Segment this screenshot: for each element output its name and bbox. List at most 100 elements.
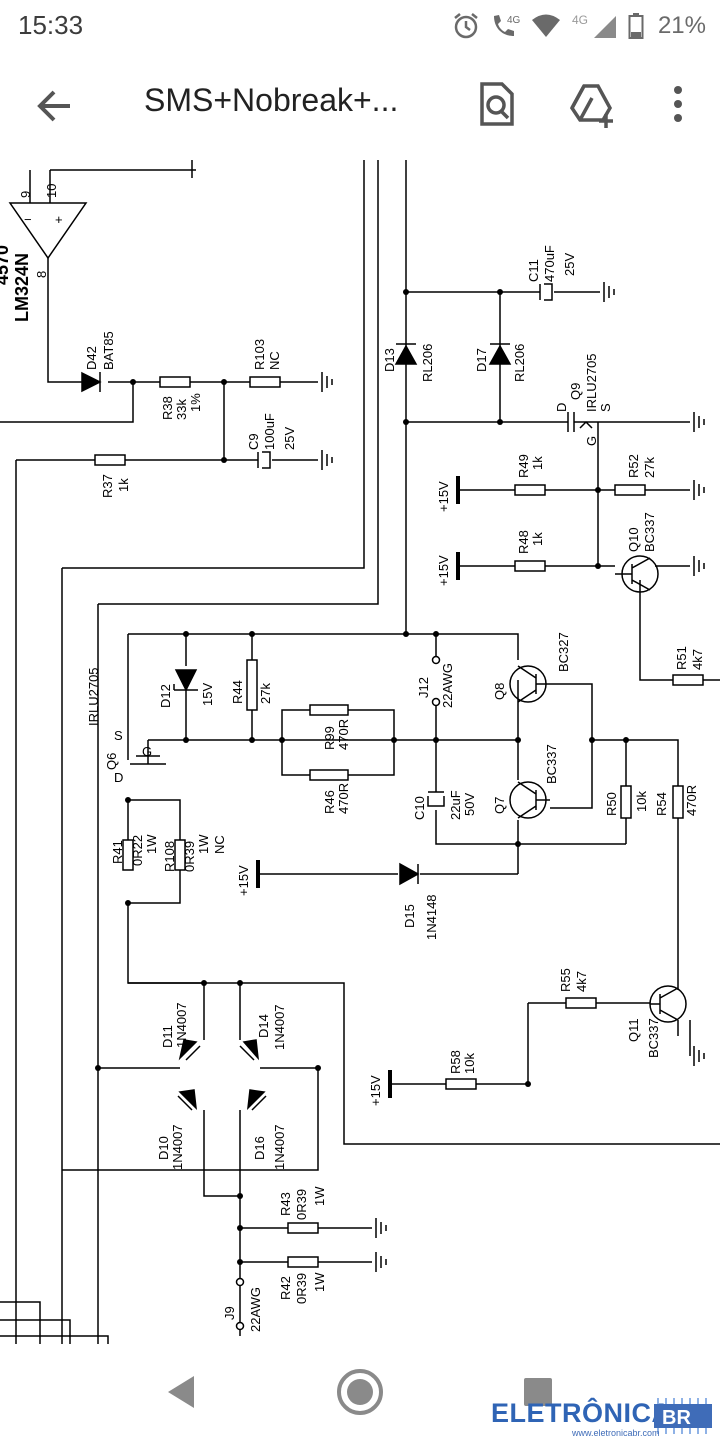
c11-ground — [603, 281, 615, 303]
r48-label: R48 — [516, 530, 531, 554]
c11-voltage: 25V — [562, 253, 577, 276]
r58-label: R58 — [448, 1050, 463, 1074]
c11-label: C11 — [526, 259, 541, 282]
d10-label: D10 — [156, 1136, 171, 1160]
junction-dots — [95, 289, 629, 1265]
r46-label: R46 — [322, 790, 337, 814]
d14-label: D14 — [256, 1014, 271, 1038]
r99-resistor — [309, 704, 349, 716]
q9-ground — [693, 411, 705, 433]
q6-s-pin: S — [114, 728, 123, 743]
r55-value: 4k7 — [574, 971, 589, 992]
watermark-brand: ELETRÔNICA — [491, 1398, 672, 1428]
d13-value: RL206 — [420, 344, 435, 382]
r51-resistor — [672, 674, 704, 686]
r44-label: R44 — [230, 680, 245, 704]
opamp-plus: + — [55, 212, 63, 227]
edge-wires — [0, 1301, 109, 1344]
r55-label: R55 — [558, 968, 573, 992]
r41-label: R41 — [110, 840, 125, 864]
r52-resistor — [614, 484, 646, 496]
r38-value: 33k — [174, 399, 189, 420]
j12-pin-b — [431, 697, 441, 707]
add-to-drive-icon[interactable] — [566, 78, 618, 130]
status-icons: 4G 4G 21% — [452, 8, 706, 44]
d11-label: D11 — [160, 1025, 175, 1048]
watermark-logo: ELETRÔNICA BR www.eletronicabr.com — [488, 1394, 720, 1440]
q9-label: Q9 — [568, 383, 583, 400]
q7-leads — [517, 781, 550, 819]
q11-label: Q11 — [626, 1018, 641, 1042]
home-circle-icon[interactable] — [334, 1366, 386, 1418]
q8-value: BC327 — [556, 632, 571, 672]
r108-value: 0R39 — [182, 841, 197, 872]
c10-value: 22uF — [448, 790, 463, 820]
schematic-viewer[interactable]: − + 9 10 8 LM324N 4570 D42 BAT85 R38 33k… — [0, 160, 720, 1344]
r43-label: R43 — [278, 1192, 293, 1216]
r42-label: R42 — [278, 1276, 293, 1300]
r43-value: 0R39 — [294, 1189, 309, 1220]
search-document-icon[interactable] — [470, 78, 522, 130]
r54-resistor — [672, 785, 684, 819]
q11-value: BC337 — [646, 1018, 661, 1058]
q10-leads — [615, 557, 651, 591]
c11-capacitor — [539, 283, 553, 301]
r49-label: R49 — [516, 454, 531, 478]
d42-value: BAT85 — [101, 331, 116, 370]
r108-label: R108 — [162, 841, 177, 872]
q9-value: IRLU2705 — [584, 353, 599, 412]
q9-d-pin: D — [554, 403, 569, 412]
alarm-icon — [454, 13, 478, 39]
battery-icon — [628, 13, 644, 39]
q9-s-pin: S — [598, 403, 613, 412]
q11-ground — [693, 1045, 705, 1067]
j12-label: J12 — [416, 677, 431, 698]
r43-ground — [375, 1217, 387, 1239]
wifi-icon — [531, 14, 560, 37]
r41-value: 0R22 — [130, 835, 145, 866]
r44-resistor — [246, 659, 258, 711]
r50-label: R50 — [604, 792, 619, 816]
network-label: 4G — [507, 15, 520, 26]
back-arrow-icon[interactable] — [30, 80, 82, 132]
j9-label: J9 — [222, 1306, 237, 1320]
r108-nc: NC — [212, 835, 227, 854]
more-vert-icon[interactable] — [652, 78, 704, 130]
q6-g-pin: G — [142, 744, 152, 759]
r41-resistor — [122, 839, 134, 871]
signal-icon: 4G — [572, 13, 616, 38]
r58-resistor — [445, 1078, 477, 1090]
q9-mosfet — [567, 412, 598, 432]
recents-square-icon[interactable] — [512, 1366, 564, 1418]
d17-label: D17 — [474, 348, 489, 372]
q10-value: BC337 — [642, 512, 657, 552]
r50-resistor — [620, 785, 632, 819]
r52-value: 27k — [642, 457, 657, 478]
r99-value: 470R — [336, 719, 351, 750]
r50-value: 10k — [634, 791, 649, 812]
r99-label: R99 — [322, 726, 337, 750]
r42-resistor — [287, 1256, 319, 1268]
c10-capacitor — [427, 791, 445, 807]
d13-diode — [394, 343, 418, 365]
d14-diode — [239, 1039, 260, 1061]
r54-value: 470R — [684, 785, 699, 816]
d17-value: RL206 — [512, 344, 527, 382]
r49-value: 1k — [530, 456, 545, 470]
r103-label: R103 — [252, 339, 267, 370]
c9-voltage: 25V — [282, 427, 297, 450]
d15-label: D15 — [402, 904, 417, 928]
opamp-pin-plus: 10 — [44, 184, 59, 198]
opamp-minus: − — [24, 212, 32, 227]
j9-pin-a — [235, 1277, 245, 1287]
r43-resistor — [287, 1222, 319, 1234]
r37-value: 1k — [116, 478, 131, 492]
r42-ground — [375, 1251, 387, 1273]
j12-value: 22AWG — [440, 663, 455, 708]
r103-ground — [321, 371, 333, 393]
j12-pin-a — [431, 655, 441, 665]
d15-value: 1N4148 — [424, 894, 439, 940]
r42-value: 0R39 — [294, 1273, 309, 1304]
back-triangle-icon[interactable] — [156, 1366, 208, 1418]
opamp-part: LM324N — [12, 253, 32, 322]
